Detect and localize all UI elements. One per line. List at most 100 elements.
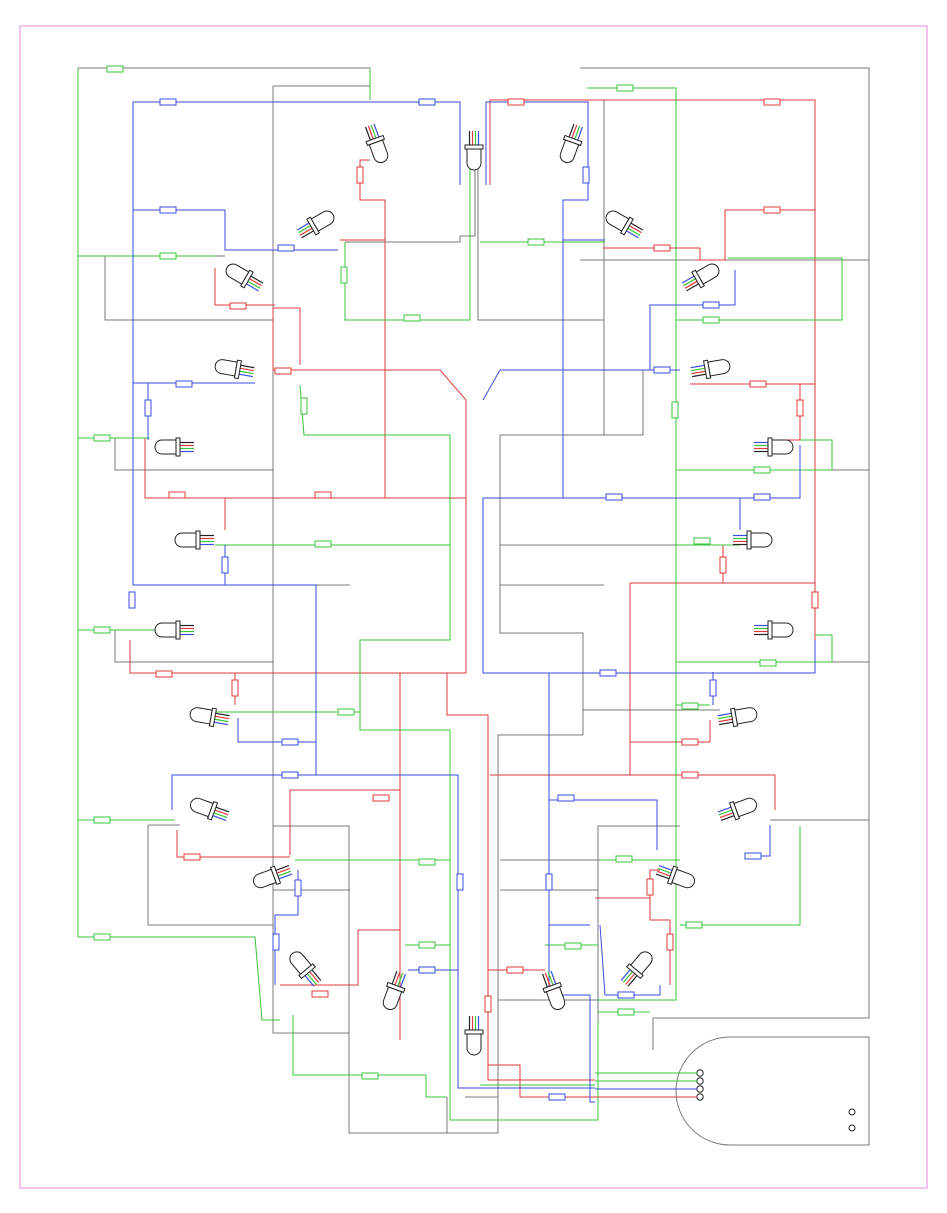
led-lead xyxy=(238,367,255,372)
resistor xyxy=(418,966,436,974)
blue-channel-traces xyxy=(132,101,816,1103)
led-lead xyxy=(244,282,259,292)
resistor xyxy=(749,380,767,388)
led-lead xyxy=(367,125,375,142)
resistor xyxy=(653,244,671,252)
led-lead xyxy=(298,224,313,234)
led-lead xyxy=(307,969,320,983)
green-trace xyxy=(292,1015,447,1098)
red-trace xyxy=(603,247,701,260)
resistor xyxy=(702,301,720,309)
resistor xyxy=(653,366,671,374)
led-lead xyxy=(373,123,381,140)
led-lead xyxy=(237,370,254,375)
resistor xyxy=(605,493,623,501)
resistor xyxy=(753,466,771,474)
led-lead xyxy=(627,973,639,987)
led-body xyxy=(707,359,731,377)
resistor xyxy=(403,314,421,322)
led-body xyxy=(695,263,720,285)
resistor xyxy=(314,540,332,548)
connector-outline xyxy=(675,1036,870,1146)
led xyxy=(754,620,794,640)
resistor xyxy=(340,266,348,284)
led-lead xyxy=(370,124,378,141)
resistor xyxy=(599,669,617,677)
led-body xyxy=(154,439,177,455)
resistor xyxy=(615,855,633,863)
led-lead xyxy=(681,274,697,284)
led-lead xyxy=(238,364,255,369)
blue-trace xyxy=(132,102,595,1089)
connector xyxy=(595,1036,870,1146)
ground-trace xyxy=(498,999,599,1020)
resistor xyxy=(616,84,634,92)
led-lead xyxy=(296,221,312,231)
led-lead xyxy=(276,873,293,881)
led xyxy=(717,707,758,728)
led-lead xyxy=(303,973,315,987)
led-body xyxy=(310,210,335,232)
ground-trace xyxy=(345,160,476,243)
led-lead xyxy=(236,373,253,378)
resistor xyxy=(527,238,545,246)
led-lead xyxy=(691,370,708,375)
blue-trace xyxy=(133,209,338,251)
led-lead xyxy=(718,808,735,816)
mount-hole xyxy=(848,1108,856,1116)
mount-hole xyxy=(848,1124,856,1132)
resistor xyxy=(545,873,553,891)
red-trace xyxy=(446,673,595,1081)
led-lead xyxy=(390,970,398,987)
resistor xyxy=(418,858,436,866)
led xyxy=(382,970,407,1011)
resistor xyxy=(144,399,152,417)
red-trace xyxy=(129,498,467,674)
green-trace xyxy=(676,634,833,663)
led-lead xyxy=(211,811,228,819)
ground-trace xyxy=(104,256,273,321)
resistor xyxy=(159,98,177,106)
led-flange xyxy=(767,437,773,457)
led-lead xyxy=(625,971,637,985)
led-body xyxy=(368,139,389,164)
led-lead xyxy=(213,805,230,813)
led-body xyxy=(154,622,177,638)
led-lead xyxy=(248,274,264,284)
resistor xyxy=(548,1093,566,1101)
red-trace xyxy=(214,268,275,306)
connector-pin xyxy=(696,1085,704,1093)
led-lead xyxy=(684,279,700,289)
ground-trace xyxy=(580,67,870,1050)
red-trace xyxy=(359,159,386,498)
led-lead xyxy=(301,229,316,239)
resistor xyxy=(168,491,186,499)
resistor xyxy=(272,933,280,951)
led-lead xyxy=(541,973,549,990)
led xyxy=(225,263,264,292)
connector-pin xyxy=(696,1069,704,1077)
led-body xyxy=(733,797,758,818)
led xyxy=(464,1016,484,1056)
led xyxy=(364,123,389,164)
led-lead xyxy=(656,870,673,878)
resistor xyxy=(646,878,654,896)
led-lead xyxy=(274,867,291,875)
led xyxy=(252,864,293,889)
resistor xyxy=(361,1072,379,1080)
red-trace xyxy=(490,774,776,810)
resistor xyxy=(507,98,525,106)
green-trace xyxy=(299,384,599,1121)
led-body xyxy=(605,210,630,232)
resistor xyxy=(506,966,524,974)
led-lead xyxy=(550,970,558,987)
ground-trace xyxy=(603,100,644,436)
led-lead xyxy=(717,712,734,717)
red-trace xyxy=(176,830,290,858)
led-lead xyxy=(655,873,672,881)
led-lead xyxy=(570,124,578,141)
led-lead xyxy=(622,969,635,983)
red-trace xyxy=(775,384,801,441)
led-flange xyxy=(195,530,201,550)
led-lead xyxy=(717,805,734,813)
